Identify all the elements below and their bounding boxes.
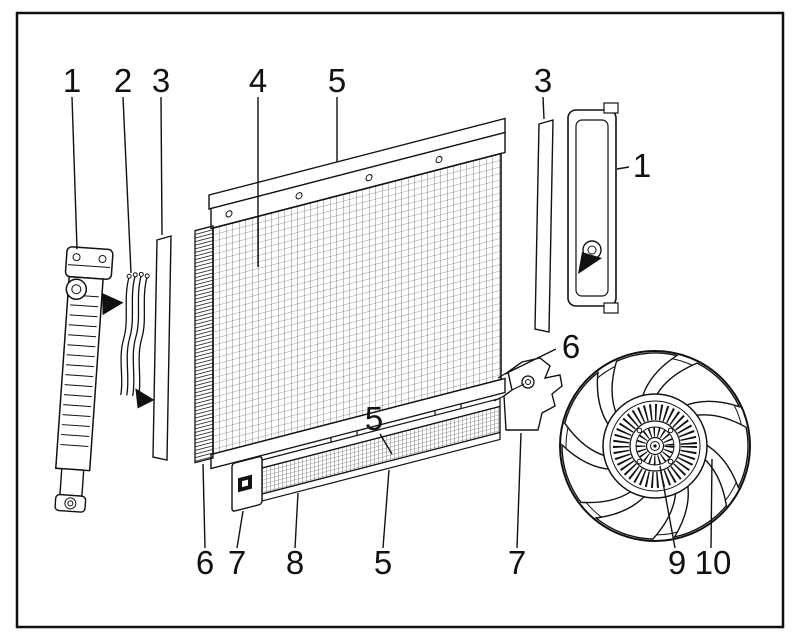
left-side-tank <box>54 246 124 513</box>
callout-7-bottom-left: 7 <box>228 544 246 581</box>
callout-4-core: 4 <box>249 62 267 99</box>
bracket-plate <box>503 357 563 431</box>
plate-waves <box>120 275 148 398</box>
left-seal-strip <box>152 235 172 461</box>
side-fin-edge <box>194 225 214 464</box>
callout-1-left: 1 <box>63 62 81 99</box>
flow-arrow-icon <box>135 388 155 409</box>
clutch-fin-ring-inner <box>636 427 674 465</box>
leader-line <box>160 96 163 236</box>
callout-6-right: 6 <box>562 328 580 365</box>
bottom-header-plate <box>210 377 506 470</box>
hub-center-dot <box>653 444 657 448</box>
tank-tab <box>603 102 619 114</box>
callout-6-bottom: 6 <box>196 544 214 581</box>
callout-8-bottom: 8 <box>286 544 304 581</box>
leader-line <box>382 469 390 549</box>
cap-bolt <box>72 253 81 262</box>
leader-line <box>542 96 545 120</box>
hub-bolt <box>636 458 643 465</box>
hub-center-ring <box>650 441 660 451</box>
callout-5-top: 5 <box>328 62 346 99</box>
hub-ring <box>609 400 701 492</box>
tank-cap <box>64 246 114 281</box>
tank-ribs <box>60 294 99 447</box>
flow-arrow-icon <box>102 293 124 316</box>
hub-bolt <box>667 458 674 465</box>
header-screw <box>435 155 443 164</box>
leader-lines <box>71 96 713 549</box>
tank-cap-line <box>67 264 110 269</box>
leader-line <box>294 492 299 549</box>
tank-shell <box>567 109 617 307</box>
drain-plug <box>64 497 77 510</box>
clutch-fin-ring <box>613 404 697 488</box>
fan-clutch-hub <box>602 393 708 499</box>
callout-2-top: 2 <box>114 62 132 99</box>
leader-line <box>202 463 206 549</box>
right-side-tank <box>567 102 619 314</box>
flow-arrow-icon <box>578 252 602 274</box>
leader-line <box>504 348 557 375</box>
leader-line <box>710 458 713 549</box>
callout-10-bottom: 10 <box>695 544 732 581</box>
radiator-assembly <box>194 117 506 470</box>
header-screw <box>225 210 233 218</box>
plate-end <box>144 273 150 279</box>
plate-end <box>132 272 138 278</box>
leader-line <box>379 433 393 455</box>
cap-bolt <box>98 254 107 263</box>
tank-tab <box>603 302 619 314</box>
callout-7-bottom-right: 7 <box>508 544 526 581</box>
plate-end <box>126 273 132 279</box>
corrugated-plate-pack <box>120 271 155 409</box>
callout-1-right: 1 <box>633 147 651 184</box>
oil-cooler-assembly <box>231 397 501 512</box>
leader-line <box>659 465 676 549</box>
tank-port-bore <box>71 284 82 295</box>
cooler-port-bore <box>242 479 248 488</box>
leader-line <box>71 96 78 250</box>
callout-5-bottom: 5 <box>374 544 392 581</box>
drain-plug-bore <box>67 500 74 507</box>
hub-bolt <box>636 427 643 434</box>
callout-9-bottom: 9 <box>668 544 686 581</box>
leader-line <box>616 166 630 170</box>
callout-labels: 1 2 3 4 5 3 1 6 5 6 7 8 5 7 9 10 <box>63 62 732 581</box>
leader-line <box>516 432 522 549</box>
tank-inner-panel <box>575 119 609 297</box>
bracket-bolt-bore <box>525 379 531 385</box>
leader-line <box>236 510 244 549</box>
header-screw <box>365 174 373 182</box>
cooler-right-bracket <box>493 357 563 431</box>
tank-neck <box>59 467 85 497</box>
callout-3-left: 3 <box>152 62 170 99</box>
callout-3-right: 3 <box>534 62 552 99</box>
plate-end <box>138 271 144 277</box>
leader-line <box>122 96 132 274</box>
right-seal-strip <box>534 119 554 333</box>
hub-bolt <box>667 427 674 434</box>
header-screw <box>295 192 303 200</box>
clutch-ring <box>635 426 675 466</box>
fan-assembly <box>542 327 774 558</box>
tank-port <box>65 278 88 300</box>
callout-5-middle: 5 <box>365 400 383 437</box>
tank-port-bore <box>587 245 597 255</box>
bracket-bolt <box>521 375 535 389</box>
